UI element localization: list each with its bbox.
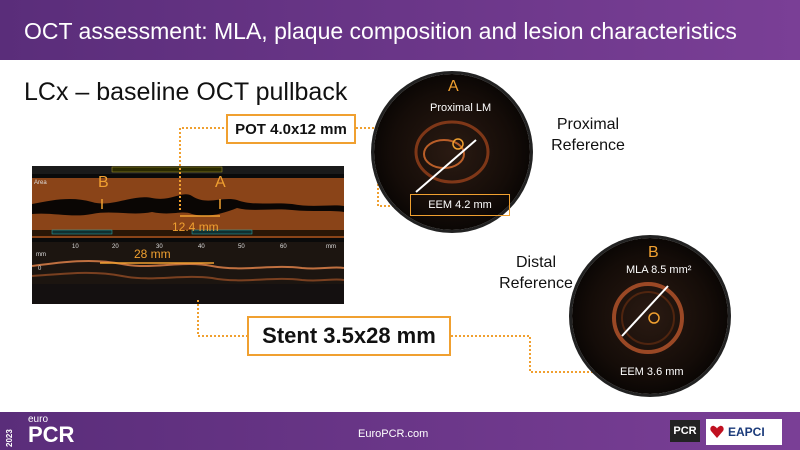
pullback-segment-length: 12.4 mm [172, 220, 219, 234]
oct-cross-section-a: A Proximal LM [374, 74, 530, 230]
heart-icon [710, 425, 724, 438]
pullback-axis-unit-right: mm [326, 244, 336, 250]
pullback-tick-40: 40 [198, 244, 205, 250]
eapci-text: EAPCI [728, 425, 765, 439]
europcr-logo: PCR [28, 422, 75, 447]
oct-pullback-image: Area mm 0 10 20 30 40 50 60 mm B A 12.4 … [32, 166, 344, 304]
slide-subtitle: LCx – baseline OCT pullback [24, 78, 348, 106]
oct-a-letter: A [448, 78, 459, 95]
pot-label-box: POT 4.0x12 mm [226, 114, 356, 144]
pullback-tick-30: 30 [156, 244, 163, 250]
oct-a-graphic [414, 120, 490, 193]
pcr-badge-logo: PCR [670, 420, 700, 442]
pullback-tick-20: 20 [112, 244, 119, 250]
pullback-lesion-length: 28 mm [134, 247, 171, 261]
distal-reference-label: Distal Reference [499, 254, 573, 292]
oct-a-eem: EEM 4.2 mm [410, 194, 510, 216]
oct-b-mla: MLA 8.5 mm² [626, 264, 692, 276]
slide-title: OCT assessment: MLA, plaque composition … [24, 18, 737, 44]
pullback-axis-unit-left: mm [36, 252, 46, 258]
pullback-tick-50: 50 [238, 244, 245, 250]
oct-a-location: Proximal LM [430, 102, 492, 114]
eapci-logo: EAPCI [706, 419, 782, 445]
oct-cross-section-b: B MLA 8.5 mm² EEM 3.6 mm [572, 238, 728, 394]
stent-label-box: Stent 3.5x28 mm [247, 316, 451, 356]
footer-url[interactable]: EuroPCR.com [358, 428, 429, 440]
oct-b-eem: EEM 3.6 mm [620, 366, 684, 378]
pullback-marker-a: A [215, 174, 226, 191]
footer-bar [0, 412, 800, 450]
pullback-tick-60: 60 [280, 244, 287, 250]
pullback-graphic [32, 166, 344, 304]
title-bar: OCT assessment: MLA, plaque composition … [0, 0, 800, 60]
pullback-tick-10: 10 [72, 244, 79, 250]
oct-b-letter: B [648, 244, 659, 261]
logo-year: 2023 [5, 429, 14, 447]
oct-b-graphic [612, 282, 684, 354]
pullback-area-label: Area [34, 180, 47, 186]
proximal-reference-label: Proximal Reference [551, 116, 625, 154]
pullback-marker-b: B [98, 174, 109, 191]
logo-euro: euro [28, 414, 49, 425]
pullback-zero-label: 0 [38, 266, 42, 272]
